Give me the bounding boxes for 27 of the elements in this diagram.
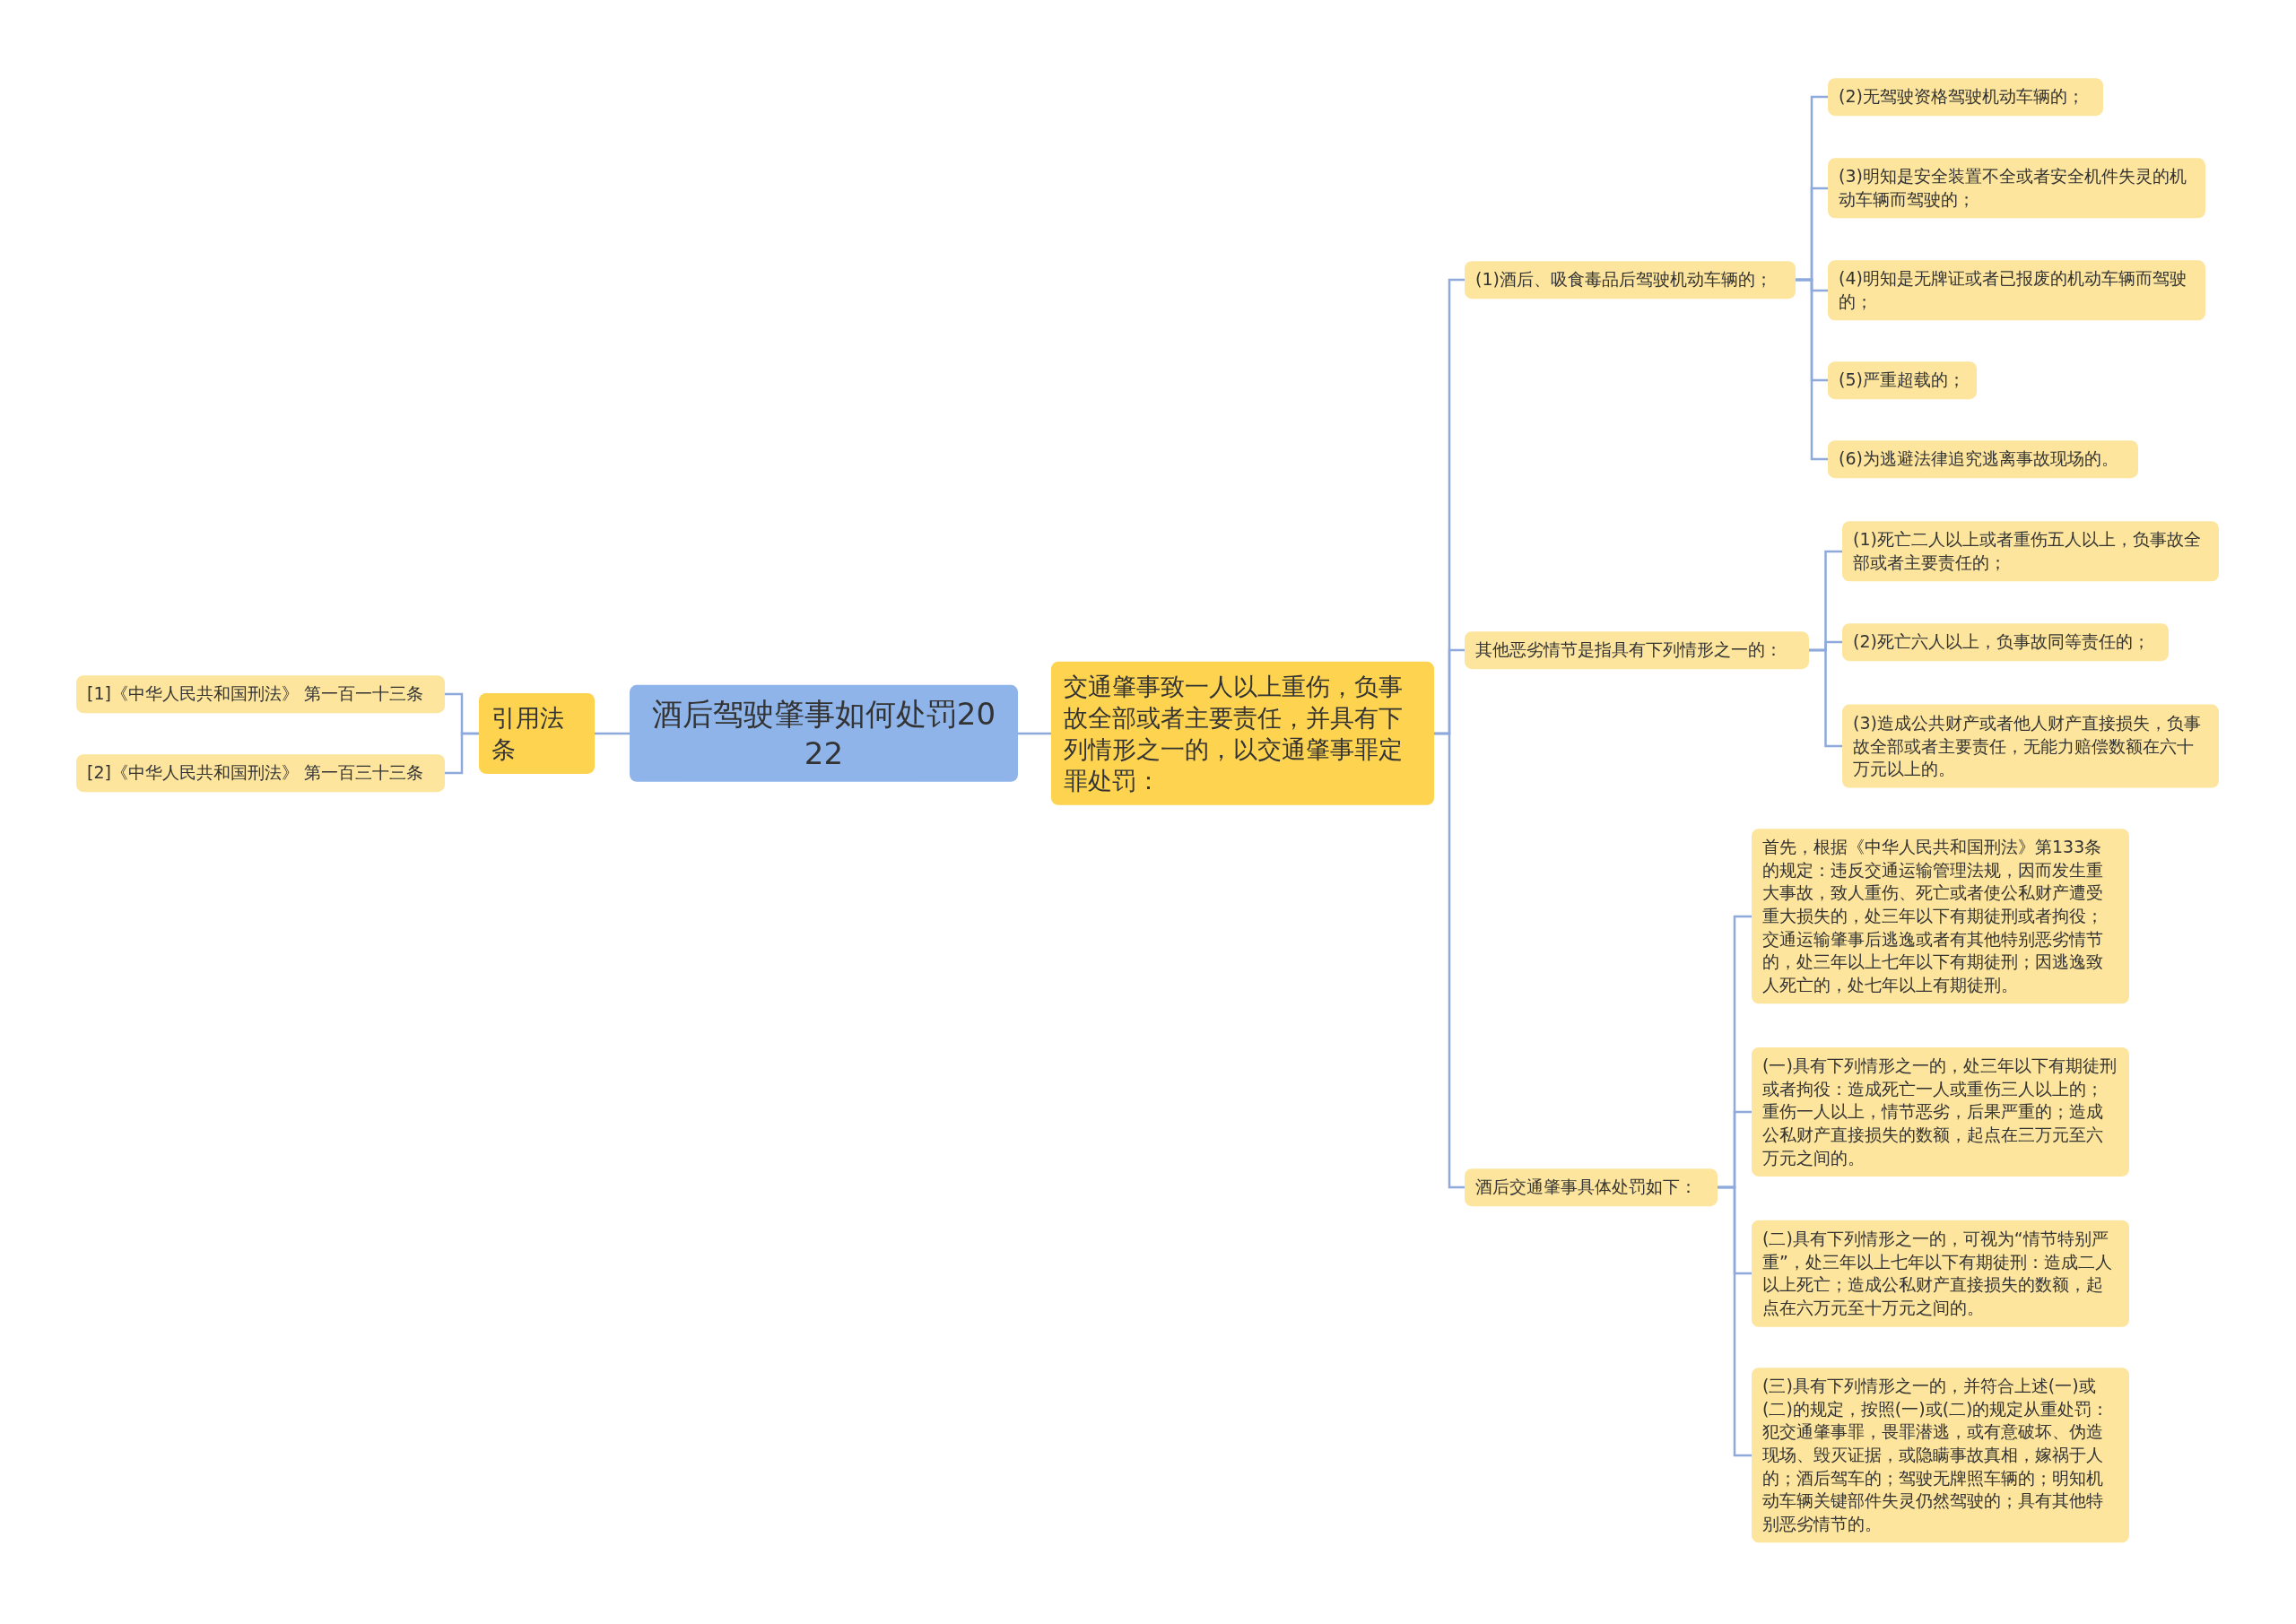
subtopic-box: 首先，根据《中华人民共和国刑法》第133条的规定：违反交通运输管理法规，因而发生重大事故，致人重伤、死亡或者使公私财产遭受重大损失的，处三年以下有期徒刑或者拘役；交通运输肇事后逃逸或者有其他特别恶劣情节的，处三年以上七年以下有期徒刑；因逃逸致人死亡的，处七年以上有期徒刑。 — [1752, 829, 2129, 1004]
subtopic-box: (6)为逃避法律追究逃离事故现场的。 — [1828, 440, 2138, 478]
subtopic-box: (三)具有下列情形之一的，并符合上述(一)或(二)的规定，按照(一)或(二)的规定从重处罚：犯交通肇事罪，畏罪潜逃，或有意破坏、伪造现场、毁灭证据，或隐瞒事故真相，嫁祸于人的；酒后驾车的；驾驶无牌照车辆的；明知机动车辆关键部件失灵仍然驾驶的；具有其他特别恶劣情节的。 — [1752, 1368, 2129, 1543]
connector-line — [1434, 732, 1465, 1189]
topic-box: 引用法条 — [479, 692, 595, 775]
subtopic-box: [1]《中华人民共和国刑法》 第一百一十三条 — [76, 675, 445, 713]
subtopic-box: (2)无驾驶资格驾驶机动车辆的； — [1828, 78, 2103, 116]
subtopic-box: (3)造成公共财产或者他人财产直接损失，负事故全部或者主要责任，无能力赔偿数额在六十万元以上的。 — [1842, 704, 2219, 788]
connector-line — [445, 732, 479, 775]
subtopic-box: 酒后交通肇事具体处罚如下： — [1465, 1168, 1718, 1206]
connector-line — [1718, 1185, 1752, 1457]
topic-box: 交通肇事致一人以上重伤，负事故全部或者主要责任，并具有下列情形之一的，以交通肇事罪定罪处罚： — [1051, 661, 1434, 806]
subtopic-box: (一)具有下列情形之一的，处三年以下有期徒刑或者拘役：造成死亡一人或重伤三人以上的；重伤一人以上，情节恶劣，后果严重的；造成公私财产直接损失的数额，起点在三万元至六万元之间的。 — [1752, 1046, 2129, 1177]
connector-line — [595, 732, 630, 735]
subtopic-box: (4)明知是无牌证或者已报废的机动车辆而驾驶的； — [1828, 260, 2205, 321]
connector-line — [1796, 278, 1828, 461]
subtopic-box: 其他恶劣情节是指具有下列情形之一的： — [1465, 631, 1809, 669]
subtopic-box: (5)严重超载的； — [1828, 361, 1977, 399]
central-topic: 酒后驾驶肇事如何处罚2022 — [630, 684, 1018, 783]
subtopic-box: (1)酒后、吸食毒品后驾驶机动车辆的； — [1465, 261, 1796, 299]
subtopic-box: (1)死亡二人以上或者重伤五人以上，负事故全部或者主要责任的； — [1842, 521, 2219, 582]
subtopic-box: (2)死亡六人以上，负事故同等责任的； — [1842, 623, 2169, 661]
subtopic-box: [2]《中华人民共和国刑法》 第一百三十三条 — [76, 754, 445, 792]
subtopic-box: (3)明知是安全装置不全或者安全机件失灵的机动车辆而驾驶的； — [1828, 158, 2205, 219]
connector-line — [1018, 732, 1051, 735]
connector-line — [1809, 648, 1842, 748]
subtopic-box: (二)具有下列情形之一的，可视为“情节特别严重”，处三年以上七年以下有期徒刑：造成二人以上死亡；造成公私财产直接损失的数额，起点在六万元至十万元之间的。 — [1752, 1220, 2129, 1327]
